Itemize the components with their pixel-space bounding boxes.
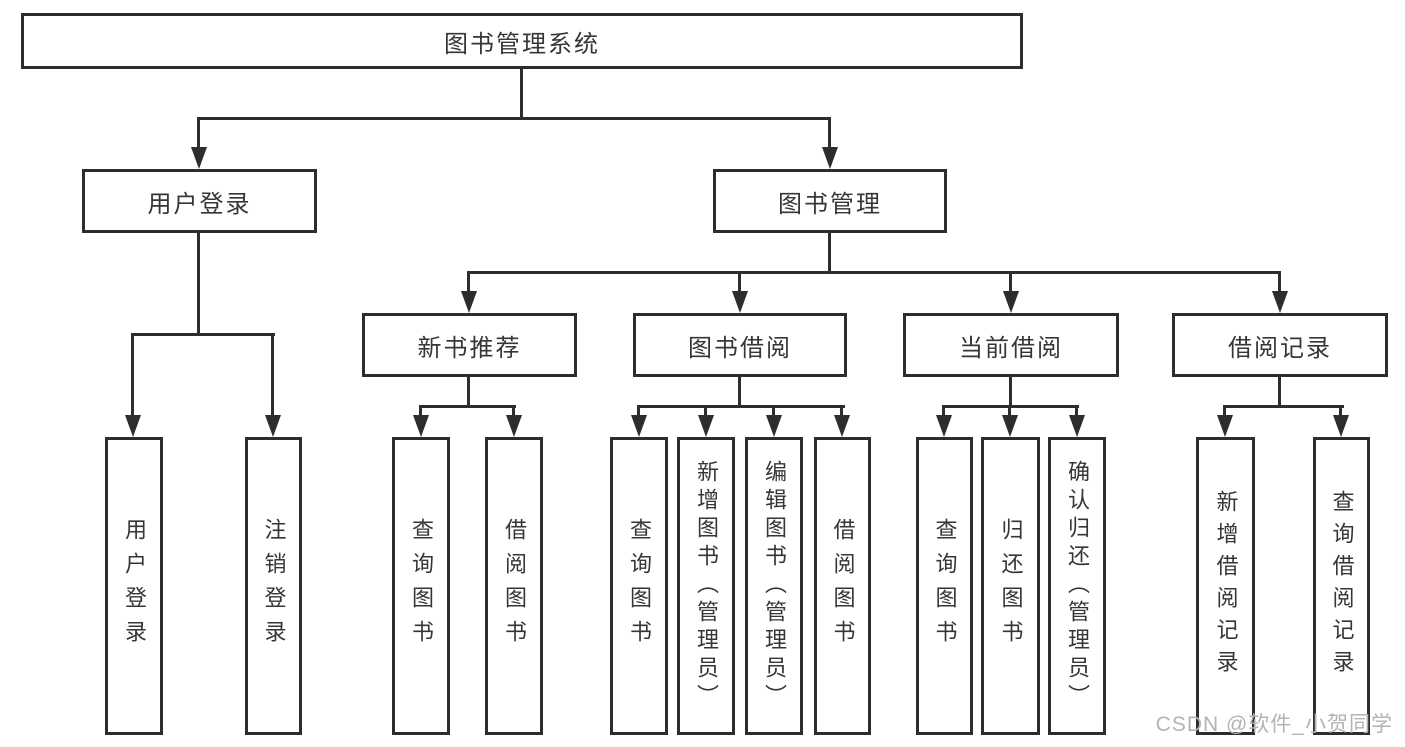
connector-line [1339, 405, 1342, 419]
connector-line [467, 271, 470, 295]
arrowhead-down-icon [1003, 291, 1019, 313]
connector-line [131, 333, 134, 417]
leaf-query-books-recommend: 查询图书 [392, 437, 450, 735]
leaf-add-borrow-record: 新增借阅记录 [1196, 437, 1255, 735]
connector-line [840, 405, 843, 419]
connector-line [520, 69, 523, 119]
leaf-query-books-current: 查询图书 [916, 437, 973, 735]
arrowhead-down-icon [698, 415, 714, 437]
connector-line [942, 405, 945, 419]
arrowhead-down-icon [766, 415, 782, 437]
connector-line [1009, 377, 1012, 408]
leaf-query-books-current-label: 查询图书 [932, 518, 958, 654]
connector-line [738, 377, 741, 408]
leaf-edit-book-admin: 编辑图书（管理员） [745, 437, 803, 735]
connector-line [1008, 405, 1011, 419]
leaf-add-book-admin-label: 新增图书（管理员） [694, 460, 719, 712]
connector-line [637, 405, 640, 419]
leaf-borrow-books: 借阅图书 [814, 437, 871, 735]
connector-line [704, 405, 707, 419]
connector-line [828, 117, 831, 150]
arrowhead-down-icon [1272, 291, 1288, 313]
connector-line [271, 333, 274, 417]
connector-line [1278, 377, 1281, 408]
arrowhead-down-icon [125, 415, 141, 437]
node-book-borrowing-label: 图书借阅 [688, 334, 792, 362]
arrowhead-down-icon [822, 147, 838, 169]
connector-line [419, 405, 422, 419]
node-root: 图书管理系统 [21, 13, 1023, 69]
leaf-add-borrow-record-label: 新增借阅记录 [1213, 490, 1239, 682]
node-user-login: 用户登录 [82, 169, 317, 233]
arrowhead-down-icon [1069, 415, 1085, 437]
arrowhead-down-icon [1333, 415, 1349, 437]
leaf-return-book-label: 归还图书 [998, 518, 1024, 654]
node-new-book-recommendation-label: 新书推荐 [417, 334, 522, 362]
leaf-borrow-books-recommend: 借阅图书 [485, 437, 543, 735]
node-book-management-label: 图书管理 [778, 190, 882, 218]
arrowhead-down-icon [265, 415, 281, 437]
connector-line [512, 405, 515, 419]
arrowhead-down-icon [936, 415, 952, 437]
connector-line [197, 117, 831, 120]
arrowhead-down-icon [191, 147, 207, 169]
leaf-borrow-books-recommend-label: 借阅图书 [502, 518, 527, 654]
connector-line [197, 117, 200, 150]
leaf-query-borrow-record: 查询借阅记录 [1313, 437, 1370, 735]
leaf-user-login: 用户登录 [105, 437, 163, 735]
leaf-confirm-return-admin: 确认归还（管理员） [1048, 437, 1106, 735]
connector-line [772, 405, 775, 419]
node-book-management: 图书管理 [713, 169, 947, 233]
node-book-borrowing: 图书借阅 [633, 313, 847, 377]
leaf-query-books-recommend-label: 查询图书 [409, 518, 434, 654]
node-user-login-label: 用户登录 [147, 190, 252, 218]
connector-line [467, 377, 470, 408]
arrowhead-down-icon [1002, 415, 1018, 437]
leaf-borrow-books-label: 借阅图书 [830, 518, 856, 654]
node-current-borrowing: 当前借阅 [903, 313, 1119, 377]
leaf-query-books-borrow: 查询图书 [610, 437, 668, 735]
connector-line [132, 333, 275, 336]
connector-line [1278, 271, 1281, 295]
arrowhead-down-icon [461, 291, 477, 313]
node-borrowing-records: 借阅记录 [1172, 313, 1388, 377]
arrowhead-down-icon [506, 415, 522, 437]
connector-line [1075, 405, 1078, 419]
node-new-book-recommendation: 新书推荐 [362, 313, 577, 377]
connector-line [1223, 405, 1344, 408]
connector-line [419, 405, 516, 408]
leaf-query-borrow-record-label: 查询借阅记录 [1329, 490, 1355, 682]
connector-line [197, 233, 200, 336]
leaf-return-book: 归还图书 [981, 437, 1040, 735]
arrowhead-down-icon [834, 415, 850, 437]
leaf-user-login-label: 用户登录 [122, 518, 147, 654]
connector-line [1009, 271, 1012, 295]
leaf-add-book-admin: 新增图书（管理员） [677, 437, 735, 735]
csdn-watermark: CSDN @软件_小贺同学 [1155, 713, 1393, 736]
arrowhead-down-icon [413, 415, 429, 437]
node-current-borrowing-label: 当前借阅 [959, 334, 1063, 362]
connector-line [467, 271, 1281, 274]
leaf-query-books-borrow-label: 查询图书 [627, 518, 652, 654]
leaf-edit-book-admin-label: 编辑图书（管理员） [762, 460, 787, 712]
arrowhead-down-icon [1217, 415, 1233, 437]
node-borrowing-records-label: 借阅记录 [1228, 334, 1332, 362]
node-root-label: 图书管理系统 [444, 30, 600, 58]
connector-line [1223, 405, 1226, 419]
connector-line [637, 405, 845, 408]
arrowhead-down-icon [631, 415, 647, 437]
leaf-confirm-return-admin-label: 确认归还（管理员） [1065, 460, 1090, 712]
arrowhead-down-icon [732, 291, 748, 313]
connector-line [738, 271, 741, 295]
leaf-logout: 注销登录 [245, 437, 302, 735]
connector-line [828, 233, 831, 274]
leaf-logout-label: 注销登录 [261, 518, 287, 654]
